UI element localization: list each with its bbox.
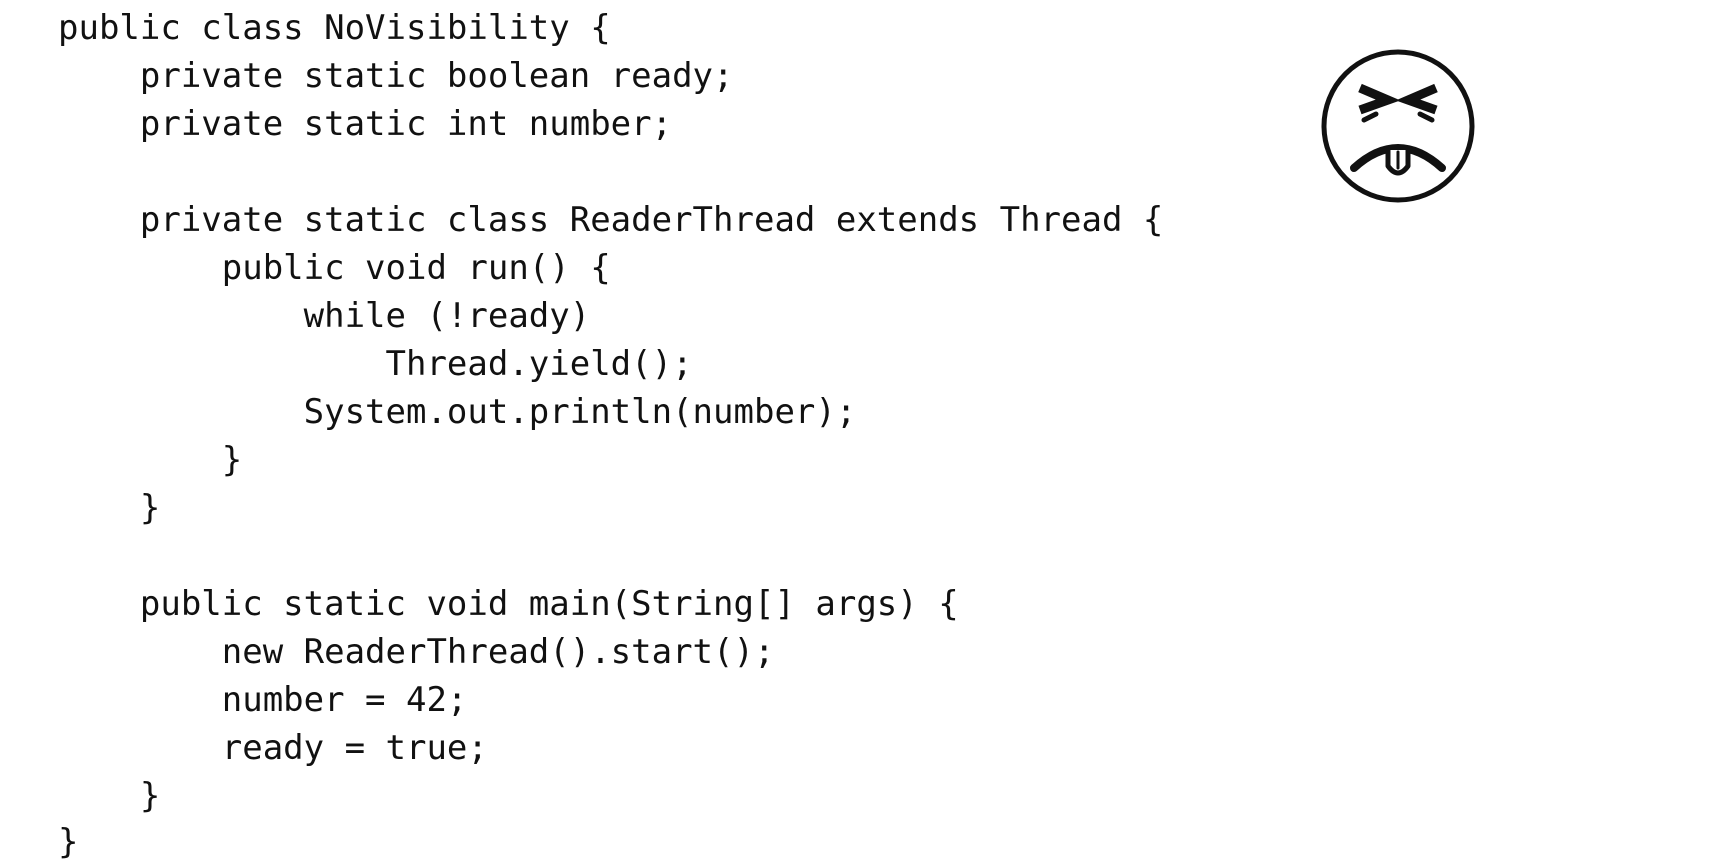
code-line-2: private static boolean ready; [58,56,734,96]
code-line-1: public class NoVisibility { [58,8,611,48]
code-line-8: Thread.yield(); [58,344,693,384]
code-line-3: private static int number; [58,104,673,144]
code-line-17: } [58,776,161,816]
code-line-10: } [58,440,243,480]
code-line-6: public void run() { [58,248,611,288]
code-line-15: number = 42; [58,680,468,720]
code-line-5: private static class ReaderThread extend… [58,200,1164,240]
code-line-7: while (!ready) [58,296,591,336]
code-line-16: ready = true; [58,728,488,768]
code-line-11: } [58,488,161,528]
code-line-14: new ReaderThread().start(); [58,632,775,672]
code-line-13: public static void main(String[] args) { [58,584,959,624]
disgusted-face-icon [1321,49,1475,203]
code-line-18: } [58,822,79,862]
code-line-9: System.out.println(number); [58,392,857,432]
